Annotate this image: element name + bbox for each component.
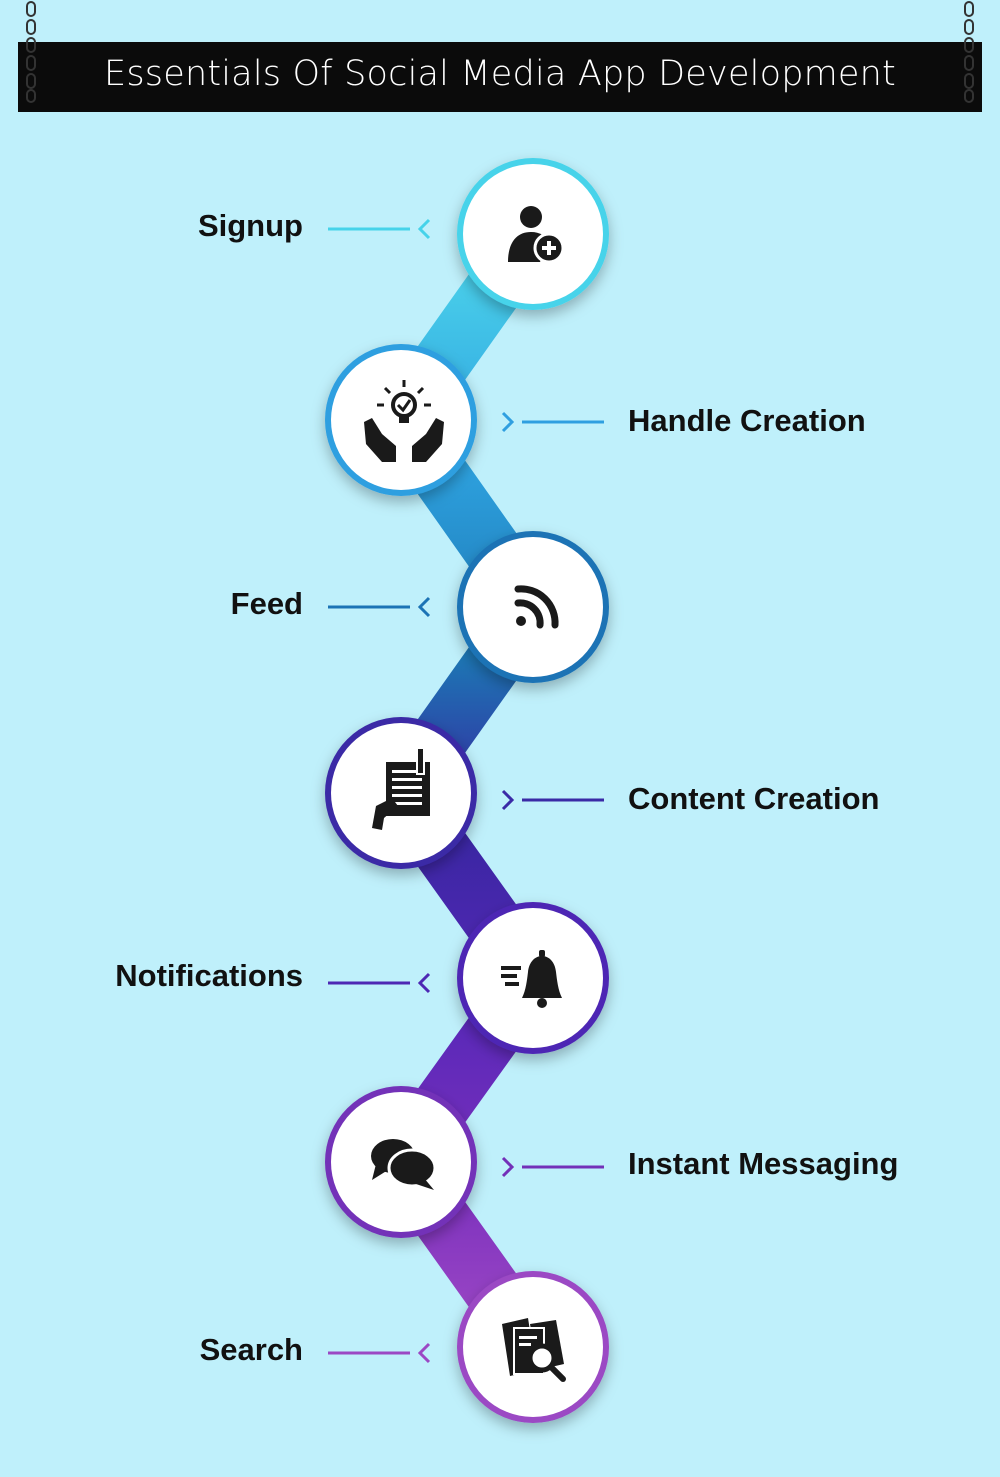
chat-bubbles-icon	[371, 1139, 437, 1190]
chevron-right-icon	[501, 411, 515, 433]
document-search-icon	[502, 1318, 566, 1382]
idea-hands-icon	[364, 380, 444, 462]
chevron-left-icon	[417, 218, 431, 240]
bell-icon	[501, 950, 562, 1008]
page-title: Essentials Of Social Media App Developme…	[104, 54, 896, 94]
step-content-creation	[325, 717, 604, 869]
chevron-left-icon	[417, 596, 431, 618]
chevron-right-icon	[501, 1156, 515, 1178]
step-handle-creation	[325, 344, 604, 496]
rss-feed-icon	[514, 585, 559, 629]
step-label-search: Search	[199, 1332, 303, 1367]
chevron-left-icon	[417, 1342, 431, 1364]
left-chain-icon	[26, 1, 36, 103]
chevron-left-icon	[417, 972, 431, 994]
document-edit-icon	[372, 747, 430, 830]
step-search	[328, 1271, 609, 1423]
user-plus-icon	[508, 206, 565, 264]
step-feed	[328, 531, 609, 683]
step-label-instant-messaging: Instant Messaging	[628, 1146, 899, 1181]
chevron-right-icon	[501, 789, 515, 811]
step-label-feed: Feed	[230, 586, 303, 621]
step-label-handle-creation: Handle Creation	[628, 403, 866, 438]
step-label-signup: Signup	[197, 208, 303, 243]
step-label-content-creation: Content Creation	[628, 781, 880, 816]
title-bar: Essentials Of Social Media App Developme…	[18, 42, 982, 112]
step-notifications	[328, 902, 609, 1054]
step-signup	[328, 158, 609, 310]
right-chain-icon	[964, 1, 974, 103]
step-label-notifications: Notifications	[115, 958, 303, 993]
step-instant-messaging	[325, 1086, 604, 1238]
